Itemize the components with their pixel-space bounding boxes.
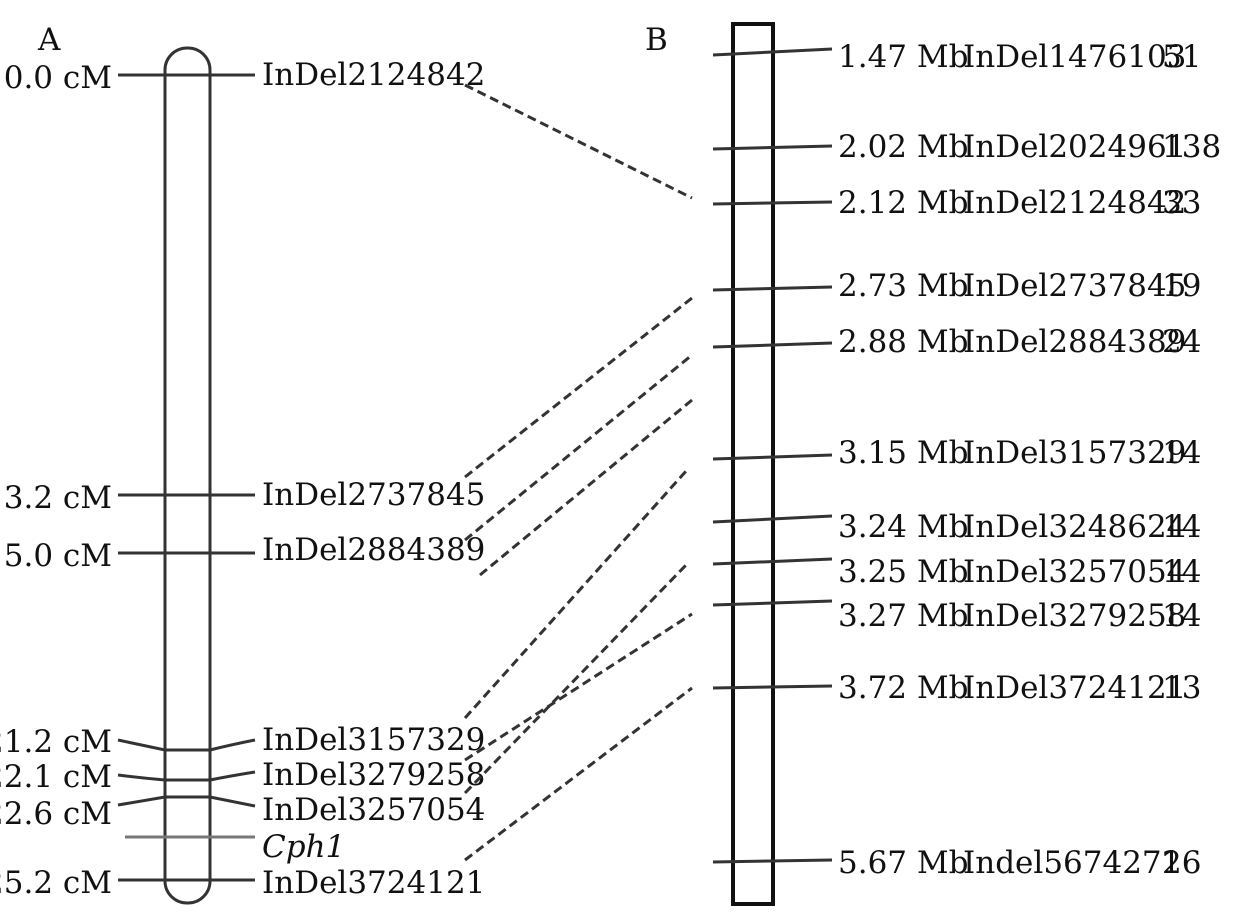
value-b-4: 24 — [1162, 324, 1201, 360]
label-b-7: 3.25 Mb InDel3257054 14 — [838, 554, 1201, 590]
panel-a-marker-names: InDel2124842 InDel2737845 InDel2884389 I… — [262, 57, 485, 901]
pos-b-4: 2.88 Mb — [838, 324, 968, 360]
name-a-4: InDel3279258 — [262, 757, 485, 793]
value-b-0: 51 — [1162, 39, 1201, 75]
gene-cph1-label: Cph1 — [262, 829, 345, 865]
value-b-7: 14 — [1162, 554, 1201, 590]
name-b-8: InDel3279258 — [963, 598, 1186, 634]
label-b-5: 3.15 Mb InDel3157329 14 — [838, 435, 1201, 471]
tick-b-6 — [712, 514, 833, 524]
name-a-2: InDel2884389 — [262, 532, 485, 568]
panel-a-label: A — [37, 22, 61, 58]
connector-2124842 — [464, 83, 693, 200]
tick-b-10 — [712, 858, 833, 864]
value-b-10: 26 — [1162, 845, 1201, 881]
name-b-7: InDel3257054 — [963, 554, 1186, 590]
tick-b-0 — [712, 47, 833, 57]
pos-b-7: 3.25 Mb — [838, 554, 968, 590]
label-b-3: 2.73 Mb InDel2737845 19 — [838, 268, 1201, 304]
panel-a-positions: 0.0 cM 13.2 cM 15.0 cM 21.2 cM 22.1 cM 2… — [0, 60, 112, 901]
tick-a-4 — [117, 770, 256, 782]
value-b-6: 14 — [1162, 509, 1201, 545]
label-b-1: 2.02 Mb InDel2024961 138 — [838, 129, 1221, 165]
label-b-0: 1.47 Mb InDel1476103 51 — [838, 39, 1201, 75]
value-b-3: 19 — [1162, 268, 1201, 304]
panel-a-ticks — [117, 73, 256, 882]
pos-a-2: 15.0 cM — [0, 538, 112, 574]
label-b-2: 2.12 Mb InDel2124842 33 — [838, 185, 1201, 221]
tick-b-8 — [712, 599, 833, 607]
connector-lines — [463, 83, 693, 862]
connector-3257054 — [463, 562, 689, 795]
pos-a-5: 22.6 cM — [0, 796, 112, 832]
label-b-9: 3.72 Mb InDel3724121 13 — [838, 670, 1201, 706]
name-b-1: InDel2024961 — [963, 129, 1186, 165]
pos-b-9: 3.72 Mb — [838, 670, 968, 706]
pos-a-3: 21.2 cM — [0, 724, 112, 760]
label-b-4: 2.88 Mb InDel2884389 24 — [838, 324, 1201, 360]
pos-b-3: 2.73 Mb — [838, 268, 968, 304]
pos-b-2: 2.12 Mb — [838, 185, 968, 221]
pos-a-7: 25.2 cM — [0, 865, 112, 901]
tick-b-9 — [712, 684, 833, 690]
name-a-1: InDel2737845 — [262, 477, 485, 513]
tick-b-2 — [712, 200, 833, 206]
pos-a-0: 0.0 cM — [4, 60, 112, 96]
name-a-5: InDel3257054 — [262, 792, 485, 828]
pos-a-4: 22.1 cM — [0, 759, 112, 795]
tick-b-4 — [712, 341, 833, 349]
connector-3157329 — [463, 468, 689, 720]
value-b-8: 14 — [1162, 598, 1201, 634]
name-b-9: InDel3724121 — [963, 670, 1186, 706]
value-b-9: 13 — [1162, 670, 1201, 706]
connector-2884389b — [479, 398, 693, 577]
tick-b-7 — [712, 557, 833, 566]
connector-2737845 — [464, 296, 693, 479]
pos-b-5: 3.15 Mb — [838, 435, 968, 471]
value-b-1: 138 — [1162, 129, 1221, 165]
connector-2884389a — [464, 353, 693, 542]
tick-b-1 — [712, 144, 833, 151]
connector-3724121 — [464, 686, 693, 862]
panel-b-ticks — [712, 47, 833, 864]
panel-a-chromosome — [163, 46, 212, 905]
pos-b-8: 3.27 Mb — [838, 598, 968, 634]
tick-a-5 — [117, 795, 256, 808]
tick-a-3 — [117, 738, 256, 752]
name-b-2: InDel2124842 — [963, 185, 1186, 221]
panel-b-label: B — [645, 22, 668, 58]
name-b-6: InDel3248624 — [963, 509, 1186, 545]
pos-b-6: 3.24 Mb — [838, 509, 968, 545]
pos-b-1: 2.02 Mb — [838, 129, 968, 165]
label-b-8: 3.27 Mb InDel3279258 14 — [838, 598, 1201, 634]
pos-b-0: 1.47 Mb — [838, 39, 968, 75]
name-b-5: InDel3157329 — [963, 435, 1186, 471]
connector-3279258 — [464, 612, 693, 762]
name-a-0: InDel2124842 — [262, 57, 485, 93]
name-b-0: InDel1476103 — [963, 39, 1186, 75]
value-b-2: 33 — [1162, 185, 1201, 221]
panel-b-labels: 1.47 Mb InDel1476103 51 2.02 Mb InDel202… — [838, 39, 1221, 881]
label-b-10: 5.67 Mb Indel5674271 26 — [838, 845, 1201, 881]
name-a-7: InDel3724121 — [262, 865, 485, 901]
pos-b-10: 5.67 Mb — [838, 845, 968, 881]
value-b-5: 14 — [1162, 435, 1201, 471]
name-b-4: InDel2884389 — [963, 324, 1186, 360]
tick-b-3 — [712, 285, 833, 292]
pos-a-1: 13.2 cM — [0, 480, 112, 516]
tick-b-5 — [712, 453, 833, 461]
label-b-6: 3.24 Mb InDel3248624 14 — [838, 509, 1201, 545]
name-a-3: InDel3157329 — [262, 722, 485, 758]
panel-b-chromosome — [731, 22, 775, 906]
name-b-3: InDel2737845 — [963, 268, 1186, 304]
name-b-10: Indel5674271 — [963, 845, 1181, 881]
